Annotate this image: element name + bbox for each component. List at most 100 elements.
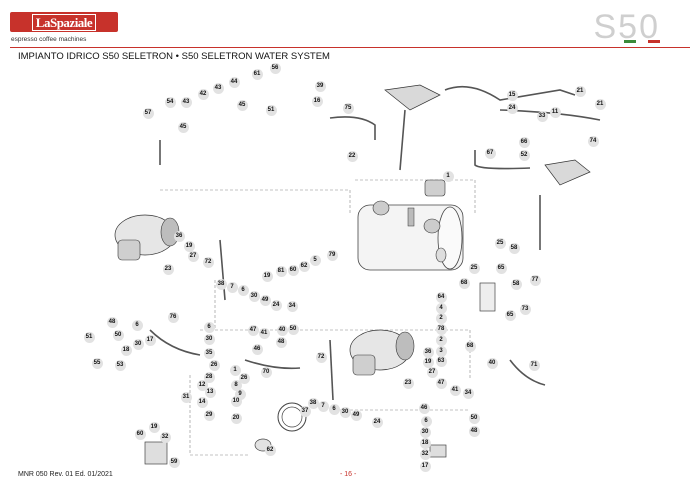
callout-51: 51 [83, 331, 95, 343]
callout-3: 3 [435, 345, 447, 357]
drain-coil [254, 402, 307, 452]
callout-72: 72 [202, 256, 214, 268]
callout-27: 27 [426, 366, 438, 378]
callout-58: 58 [510, 278, 522, 290]
callout-43: 43 [180, 96, 192, 108]
callout-20: 20 [230, 412, 242, 424]
callout-61: 61 [251, 68, 263, 80]
callout-38: 38 [307, 397, 319, 409]
callout-12: 12 [196, 379, 208, 391]
callout-19: 19 [422, 356, 434, 368]
callout-62: 62 [298, 260, 310, 272]
callout-68: 68 [458, 277, 470, 289]
callout-22: 22 [346, 150, 358, 162]
callout-24: 24 [371, 416, 383, 428]
callout-41: 41 [449, 384, 461, 396]
brand-logo-text: LaSpaziale [31, 13, 97, 31]
callout-44: 44 [228, 76, 240, 88]
callout-66: 66 [518, 136, 530, 148]
pump-block [144, 282, 496, 465]
callout-5: 5 [309, 254, 321, 266]
callout-19: 19 [261, 270, 273, 282]
callout-13: 13 [204, 386, 216, 398]
footer-page-number: - 16 - [340, 471, 357, 478]
callout-6: 6 [328, 403, 340, 415]
callout-39: 39 [314, 80, 326, 92]
callout-17: 17 [144, 334, 156, 346]
callout-40: 40 [276, 324, 288, 336]
callout-7: 7 [317, 400, 329, 412]
callout-11: 11 [549, 106, 561, 118]
callout-24: 24 [270, 299, 282, 311]
callout-25: 25 [494, 237, 506, 249]
callout-64: 64 [435, 291, 447, 303]
callout-32: 32 [419, 448, 431, 460]
group-head-upper [114, 214, 180, 261]
model-name: S50 [593, 8, 660, 46]
callout-49: 49 [350, 409, 362, 421]
callout-60: 60 [287, 264, 299, 276]
flag-white [636, 40, 648, 43]
callout-76: 76 [167, 311, 179, 323]
callout-65: 65 [495, 262, 507, 274]
callout-6: 6 [203, 321, 215, 333]
callout-34: 34 [286, 300, 298, 312]
callout-16: 16 [311, 95, 323, 107]
callout-1: 1 [229, 364, 241, 376]
flag-green [624, 40, 636, 43]
callout-71: 71 [528, 359, 540, 371]
callout-49: 49 [259, 294, 271, 306]
callout-26: 26 [238, 372, 250, 384]
callout-65: 65 [504, 309, 516, 321]
callout-77: 77 [529, 274, 541, 286]
callout-25: 25 [468, 262, 480, 274]
callout-52: 52 [518, 149, 530, 161]
callout-27: 27 [187, 250, 199, 262]
callout-54: 54 [164, 96, 176, 108]
steam-valve-top [384, 84, 591, 197]
callout-46: 46 [251, 343, 263, 355]
callout-40: 40 [486, 357, 498, 369]
callout-1: 1 [442, 170, 454, 182]
callout-47: 47 [247, 324, 259, 336]
callout-36: 36 [173, 230, 185, 242]
callout-29: 29 [203, 409, 215, 421]
callout-24: 24 [506, 102, 518, 114]
callout-7: 7 [226, 281, 238, 293]
callout-32: 32 [159, 431, 171, 443]
callout-15: 15 [506, 89, 518, 101]
callout-57: 57 [142, 107, 154, 119]
callout-45: 45 [236, 99, 248, 111]
callout-2: 2 [435, 312, 447, 324]
callout-73: 73 [519, 303, 531, 315]
callout-59: 59 [168, 456, 180, 468]
callout-48: 48 [275, 336, 287, 348]
callout-51: 51 [265, 104, 277, 116]
callout-56: 56 [269, 62, 281, 74]
callout-38: 38 [215, 278, 227, 290]
callout-55: 55 [91, 357, 103, 369]
callout-18: 18 [419, 437, 431, 449]
callout-37: 37 [299, 405, 311, 417]
callout-30: 30 [203, 333, 215, 345]
callout-41: 41 [258, 327, 270, 339]
callout-9: 9 [234, 388, 246, 400]
callout-2: 2 [435, 334, 447, 346]
callout-35: 35 [203, 347, 215, 359]
callout-21: 21 [574, 85, 586, 97]
callout-78: 78 [435, 323, 447, 335]
page-title: IMPIANTO IDRICO S50 SELETRON • S50 SELET… [18, 51, 330, 62]
callout-30: 30 [339, 406, 351, 418]
callout-34: 34 [462, 387, 474, 399]
header-rule [10, 47, 690, 48]
callout-26: 26 [208, 359, 220, 371]
footer-doc-info: MNR 050 Rev. 01 Ed. 01/2021 [18, 471, 113, 478]
group-head-lower [349, 329, 415, 376]
callout-6: 6 [237, 284, 249, 296]
callout-47: 47 [435, 377, 447, 389]
italian-flag-stripe [624, 40, 660, 43]
callout-42: 42 [197, 88, 209, 100]
callout-19: 19 [148, 421, 160, 433]
callout-19: 19 [183, 240, 195, 252]
